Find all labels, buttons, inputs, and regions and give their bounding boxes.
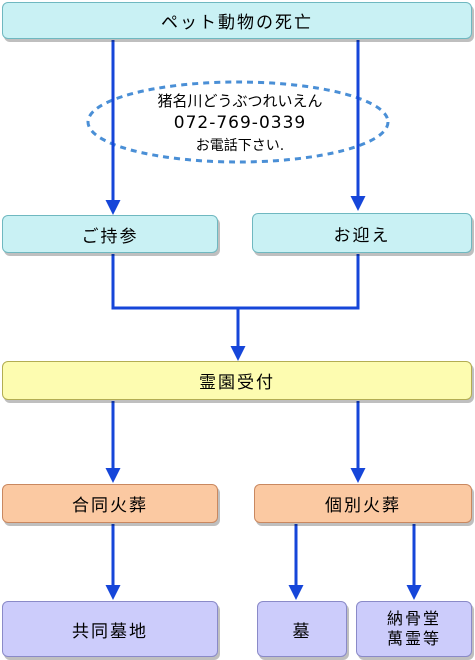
contact-oval [86,80,390,164]
box-ossuary-line2: 萬霊等 [386,629,441,648]
box-pet-death-label: ペット動物の死亡 [161,13,313,33]
box-grave-label: 墓 [292,621,312,642]
box-pickup-label: お迎え [333,225,391,246]
box-pet-death: ペット動物の死亡 [2,2,472,39]
box-bring-label: ご持参 [81,226,139,247]
box-individual-cremation: 個別火葬 [254,484,472,523]
contact-phone: 072-769-0339 [173,113,307,133]
box-joint-cremation-label: 合同火葬 [72,496,148,516]
box-pickup: お迎え [252,213,472,253]
box-reception-label: 霊園受付 [199,373,275,393]
box-reception: 霊園受付 [2,361,472,400]
box-ossuary-line1: 納骨堂 [386,609,441,628]
box-joint-grave: 共同墓地 [2,601,218,657]
contact-info: 猪名川どうぶつれいえん 072-769-0339 お電話下さい. [90,86,390,155]
merge-line [111,254,360,310]
box-ossuary: 納骨堂 萬霊等 [356,601,472,657]
contact-name: 猪名川どうぶつれいえん [157,92,323,110]
box-bring: ご持参 [2,215,218,253]
box-individual-cremation-label: 個別火葬 [325,496,401,516]
contact-note: お電話下さい. [195,138,285,154]
box-joint-cremation: 合同火葬 [2,484,218,523]
box-joint-grave-label: 共同墓地 [72,621,148,642]
box-grave: 墓 [257,601,347,657]
